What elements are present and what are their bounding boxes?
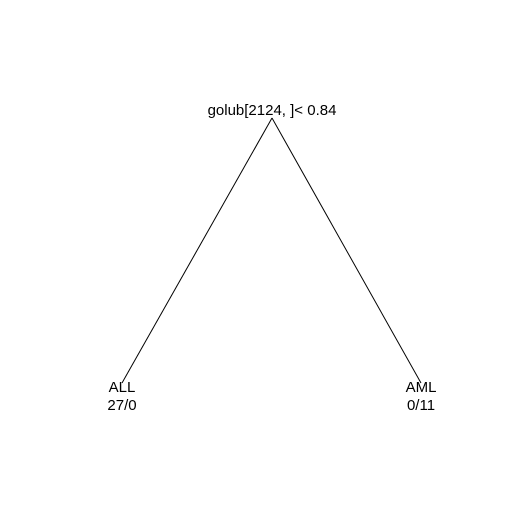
left-branch-edge (121, 117, 273, 384)
right-leaf-node: AML 0/11 (406, 379, 437, 415)
left-leaf-node: ALL 27/0 (107, 379, 136, 415)
root-split-label: golub[2124, ]< 0.84 (208, 102, 337, 120)
left-leaf-class: ALL (108, 379, 136, 396)
right-leaf-counts: 0/11 (406, 397, 436, 414)
root-split-text: golub[2124, ]< 0.84 (207, 102, 337, 119)
left-leaf-counts: 27/0 (107, 397, 137, 414)
right-branch-edge (271, 117, 422, 384)
right-leaf-class: AML (405, 379, 437, 396)
